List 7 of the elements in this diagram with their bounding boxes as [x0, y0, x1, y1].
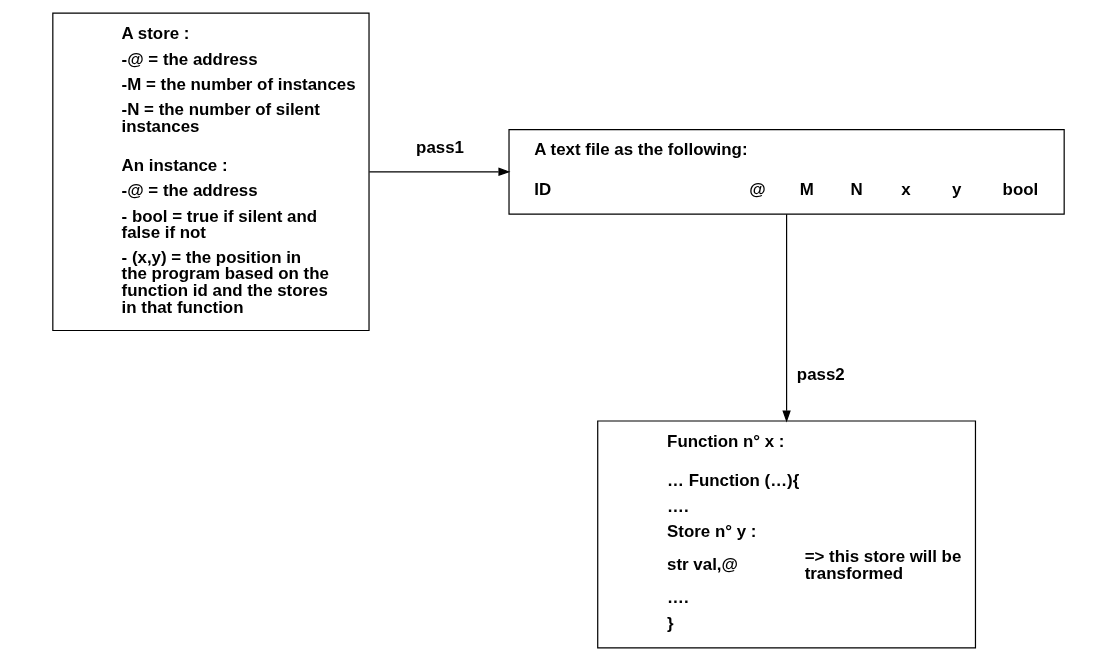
arrow [781, 213, 791, 423]
node-box: A store : -@ = the address -M = the number of instances -N = the number of silent instances An instance : -@ = the address - bool = true if silent and false if not - (x,y) = the position in the program based on the function id and the stores in that function [51, 12, 370, 332]
edge-label: pass1 [415, 138, 464, 158]
node-box: Function n° x : … Function (…){ …. Store n° y : str val,@ => this store will be transformed …. } [596, 420, 976, 649]
node-box: A text file as the following: ID @ M N x y bool [507, 128, 1065, 215]
arrow [368, 167, 510, 177]
edge-label: pass2 [796, 364, 845, 384]
